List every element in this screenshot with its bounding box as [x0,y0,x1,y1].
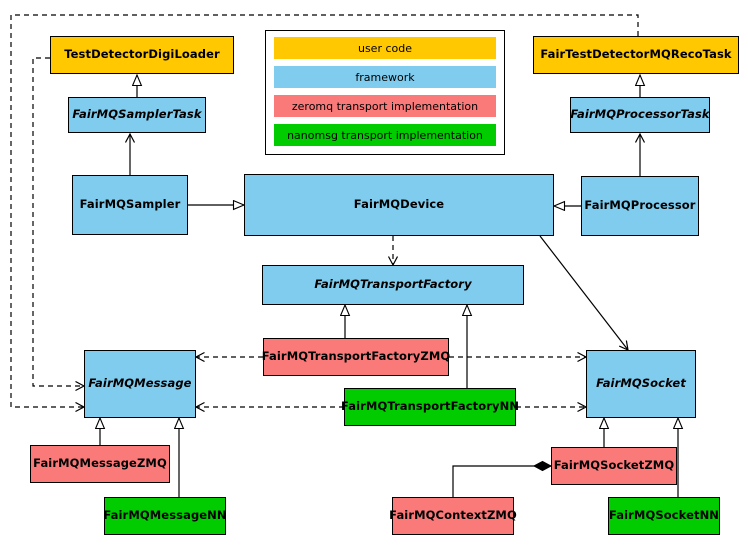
class-node-fairmqsocket[interactable]: FairMQSocket [586,350,696,418]
edge-device-socket [539,235,628,350]
class-node-label: FairMQSamplerTask [72,107,202,122]
class-node-label: FairMQSocketZMQ [553,458,675,473]
edge-contextzmq-socketzmq [452,466,551,497]
class-node-label: FairMQTransportFactory [314,277,472,292]
class-node-label: TestDetectorDigiLoader [64,47,220,62]
class-node-label: FairMQTransportFactoryNN [340,399,520,414]
class-node-fairtestdetectormqrecotask[interactable]: FairTestDetectorMQRecoTask [533,36,739,74]
edge-recotask-message [10,14,639,407]
class-node-label: FairMQSocketNN [608,508,720,523]
class-node-label: FairMQTransportFactoryZMQ [261,349,451,364]
class-node-fairmqsocketzmq[interactable]: FairMQSocketZMQ [551,447,677,485]
class-node-fairmqmessagezmq[interactable]: FairMQMessageZMQ [30,445,170,483]
class-node-label: FairMQProcessorTask [570,107,710,122]
class-node-fairmqprocessortask[interactable]: FairMQProcessorTask [570,97,710,133]
class-node-fairmqsampler[interactable]: FairMQSampler [72,175,188,235]
class-node-fairmqtransportfactorynn[interactable]: FairMQTransportFactoryNN [340,388,520,426]
class-node-fairmqmessage[interactable]: FairMQMessage [84,350,196,418]
legend-label-zeromq: zeromq transport implementation [291,99,479,113]
class-node-fairmqcontextzmq[interactable]: FairMQContextZMQ [389,497,517,535]
legend-label-framework: framework [355,70,415,84]
class-node-fairmqdevice[interactable]: FairMQDevice [244,174,554,236]
class-node-label: FairMQContextZMQ [389,508,517,523]
class-node-fairmqmessagenn[interactable]: FairMQMessageNN [103,497,227,535]
class-node-testdetectordigiloader[interactable]: TestDetectorDigiLoader [50,36,234,74]
class-node-fairmqtransportfactory[interactable]: FairMQTransportFactory [262,265,524,305]
class-node-label: FairTestDetectorMQRecoTask [540,47,732,62]
class-node-label: FairMQProcessor [584,198,696,213]
legend-item-nanomsg: nanomsg transport implementation [274,124,496,146]
class-node-label: FairMQDevice [353,197,445,212]
legend-item-zeromq: zeromq transport implementation [274,95,496,117]
legend-item-user-code: user code [274,37,496,59]
class-node-fairmqsamplertask[interactable]: FairMQSamplerTask [68,97,206,133]
legend-item-framework: framework [274,66,496,88]
class-node-label: FairMQMessageZMQ [33,456,167,471]
class-node-label: FairMQSampler [79,197,181,212]
legend-label-user-code: user code [357,41,413,55]
class-node-label: FairMQMessageNN [103,508,227,523]
class-node-fairmqsocketnn[interactable]: FairMQSocketNN [608,497,720,535]
class-node-label: FairMQSocket [596,376,686,391]
legend-label-nanomsg: nanomsg transport implementation [287,128,483,142]
edge-digiloader-message [32,57,84,386]
class-node-fairmqtransportfactoryzmq[interactable]: FairMQTransportFactoryZMQ [261,338,451,376]
class-node-fairmqprocessor[interactable]: FairMQProcessor [581,176,699,236]
class-node-label: FairMQMessage [88,376,192,391]
